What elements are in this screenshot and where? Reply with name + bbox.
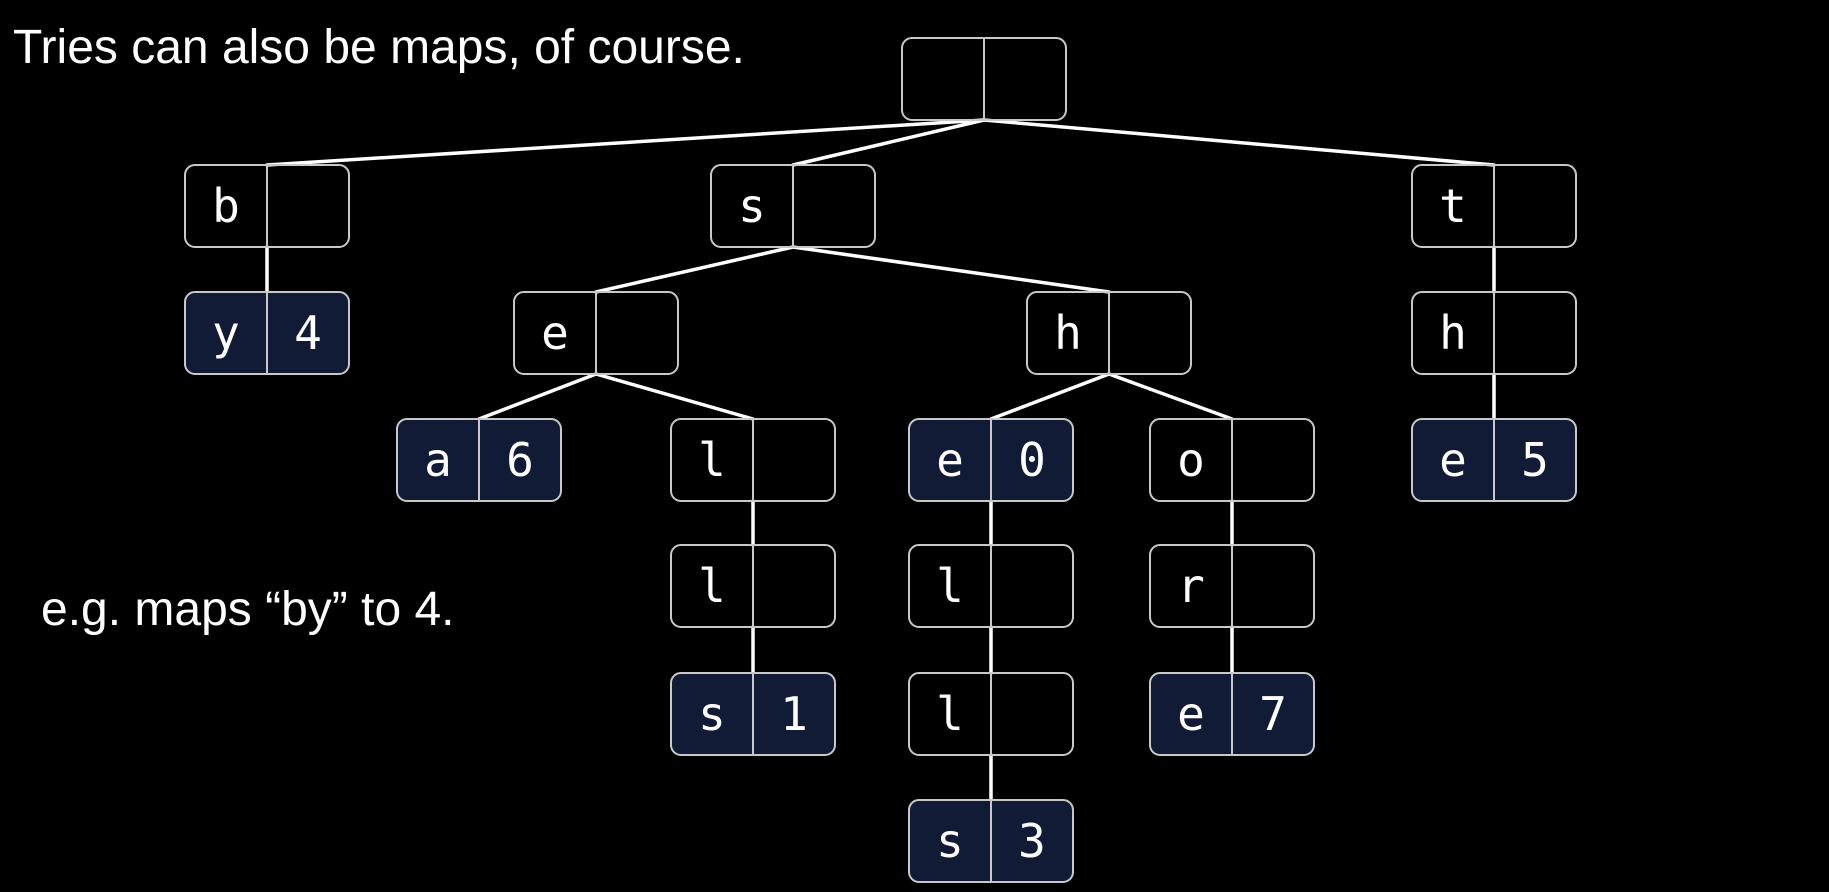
node-key-label: s [738, 179, 766, 233]
trie-node: h [1411, 291, 1577, 375]
node-key-label: h [1054, 306, 1082, 360]
node-key-label: s [698, 687, 726, 741]
node-key-label: t [1439, 179, 1467, 233]
trie-edge [989, 372, 1111, 421]
node-value-label: 4 [294, 306, 322, 360]
trie-node: l [670, 418, 836, 502]
trie-node: h [1026, 291, 1192, 375]
trie-edge [477, 372, 598, 421]
trie-edge [594, 372, 755, 421]
node-value-label: 5 [1521, 433, 1549, 487]
trie-node: l [670, 544, 836, 628]
node-key-label: r [1177, 559, 1205, 613]
trie-node: e [513, 291, 679, 375]
node-key-label: s [936, 814, 964, 868]
trie-node: t [1411, 164, 1577, 248]
node-value-label: 3 [1018, 814, 1046, 868]
node-key-label: l [698, 433, 726, 487]
node-key-label: a [424, 433, 452, 487]
slide-title: Tries can also be maps, of course. [13, 21, 745, 74]
node-key-label: l [936, 559, 964, 613]
example-caption: e.g. maps “by” to 4. [41, 583, 455, 636]
trie-edge [791, 118, 986, 167]
trie-node: o [1149, 418, 1315, 502]
trie-node: l [908, 672, 1074, 756]
node-key-label: y [212, 306, 240, 360]
trie-root-node [901, 37, 1067, 121]
trie-edges [265, 118, 1496, 802]
trie-node: b [184, 164, 350, 248]
node-key-label: l [936, 687, 964, 741]
trie-edge [982, 118, 1496, 167]
trie-node: r [1149, 544, 1315, 628]
trie-edge [791, 245, 1111, 294]
trie-node: s [710, 164, 876, 248]
node-key-label: h [1439, 306, 1467, 360]
node-key-label: e [936, 433, 964, 487]
node-key-label: e [541, 306, 569, 360]
node-key-label: e [1177, 687, 1205, 741]
node-key-label: o [1177, 433, 1205, 487]
node-key-label: e [1439, 433, 1467, 487]
trie-edge [1107, 372, 1234, 421]
node-value-label: 0 [1018, 433, 1046, 487]
node-value-label: 6 [506, 433, 534, 487]
trie-edge [265, 118, 986, 167]
trie-edge [594, 245, 795, 294]
node-key-label: b [212, 179, 240, 233]
node-value-label: 1 [780, 687, 808, 741]
node-key-label: l [698, 559, 726, 613]
node-value-label: 7 [1259, 687, 1287, 741]
trie-node: l [908, 544, 1074, 628]
